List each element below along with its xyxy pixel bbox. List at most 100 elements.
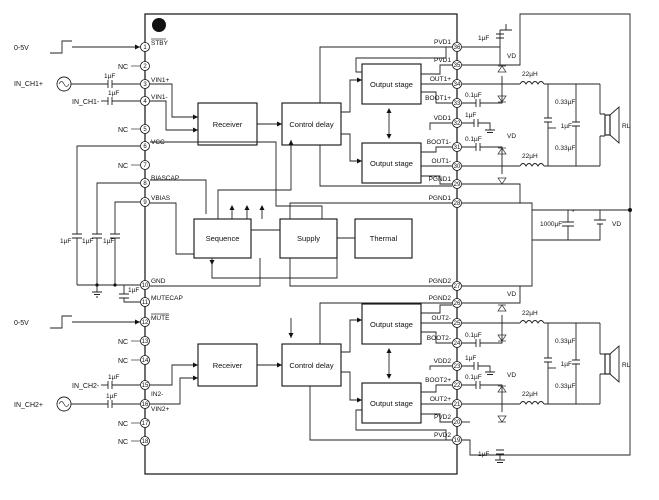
pin-16 xyxy=(140,399,150,409)
svg-text:6: 6 xyxy=(143,144,147,150)
thermal-block xyxy=(354,218,413,259)
output-stage-1a-label: Output stage xyxy=(370,80,413,89)
pin-31 xyxy=(452,142,462,152)
pin-5 xyxy=(140,124,150,134)
svg-text:1µF: 1µF xyxy=(60,238,71,245)
svg-text:BOOT1+: BOOT1+ xyxy=(425,95,451,102)
svg-text:1µF: 1µF xyxy=(82,238,93,245)
pin-label-biascap: BIASCAP xyxy=(151,175,179,182)
svg-text:13: 13 xyxy=(142,339,149,345)
svg-text:PGND1: PGND1 xyxy=(429,176,452,183)
nc-labels: NC NC NC NC NC NC NC xyxy=(118,64,128,446)
svg-text:29: 29 xyxy=(454,182,461,188)
in-ch2p-label: IN_CH2+ xyxy=(14,402,43,409)
pin-label-gnd: GND xyxy=(151,278,166,285)
svg-text:VD: VD xyxy=(507,291,516,298)
svg-text:0.1µF: 0.1µF xyxy=(465,92,482,99)
svg-text:31: 31 xyxy=(454,145,461,151)
svg-text:PGND2: PGND2 xyxy=(429,295,452,302)
output-stage-1b-label: Output stage xyxy=(370,159,413,168)
svg-text:*: * xyxy=(572,209,575,216)
svg-text:18: 18 xyxy=(142,439,149,445)
output-stage-2a-block xyxy=(361,303,422,345)
svg-text:0.1µF: 0.1µF xyxy=(465,374,482,381)
pin-25 xyxy=(452,318,462,328)
svg-text:1µF: 1µF xyxy=(104,73,115,80)
svg-text:PVD1: PVD1 xyxy=(434,57,451,64)
control-delay-2-label: Control delay xyxy=(289,361,333,370)
supply-label: Supply xyxy=(297,234,320,243)
pin-26 xyxy=(452,298,462,308)
svg-text:3: 3 xyxy=(143,82,147,88)
svg-text:BOOT2-: BOOT2- xyxy=(427,335,451,342)
output-stage-2a-label: Output stage xyxy=(370,320,413,329)
speaker-2-icon xyxy=(604,353,611,375)
svg-text:RL: RL xyxy=(622,362,631,369)
svg-text:33: 33 xyxy=(454,101,461,107)
pin-1 xyxy=(140,42,150,52)
pin-label-vin1m: VIN1- xyxy=(151,94,168,101)
svg-text:22µH: 22µH xyxy=(522,310,538,317)
svg-text:NC: NC xyxy=(118,339,128,346)
svg-text:14: 14 xyxy=(142,358,149,364)
speaker-1-icon xyxy=(604,114,611,136)
svg-text:22µH: 22µH xyxy=(522,153,538,160)
svg-text:1µF: 1µF xyxy=(106,393,117,400)
output-stage-2b-block xyxy=(361,382,422,424)
svg-text:VD: VD xyxy=(507,53,516,60)
svg-text:22µH: 22µH xyxy=(522,391,538,398)
pin-label-mute: MUTE xyxy=(151,315,170,322)
svg-text:0.33µF: 0.33µF xyxy=(555,99,575,106)
control-delay-2-block xyxy=(281,343,342,387)
svg-text:35: 35 xyxy=(454,63,461,69)
svg-text:23: 23 xyxy=(454,364,461,370)
svg-text:NC: NC xyxy=(118,163,128,170)
svg-text:OUT2+: OUT2+ xyxy=(430,396,451,403)
in-ch1p-label: IN_CH1+ xyxy=(14,81,43,88)
svg-text:1µF: 1µF xyxy=(478,451,489,458)
pin-14 xyxy=(140,355,150,365)
svg-text:36: 36 xyxy=(454,45,461,51)
svg-text:32: 32 xyxy=(454,121,461,127)
svg-text:VDD2: VDD2 xyxy=(434,358,452,365)
svg-text:4: 4 xyxy=(143,99,147,105)
pin-18 xyxy=(140,436,150,446)
pin1-marker xyxy=(152,18,166,32)
svg-text:1: 1 xyxy=(143,45,147,51)
svg-text:9: 9 xyxy=(143,200,147,206)
pin-label-stby: STBY xyxy=(151,40,169,47)
svg-text:1µF: 1µF xyxy=(108,90,119,97)
pin-19 xyxy=(452,435,462,445)
nc-stubs xyxy=(131,65,140,442)
pin-label-vin2p: VIN2+ xyxy=(151,406,169,413)
right-pin-labels: PVD1 PVD1 OUT1+ BOOT1+ VDD1 BOOT1- OUT1-… xyxy=(425,39,451,439)
svg-text:0.33µF: 0.33µF xyxy=(555,145,575,152)
svg-text:22: 22 xyxy=(454,383,461,389)
svg-text:NC: NC xyxy=(118,64,128,71)
svg-text:OUT1+: OUT1+ xyxy=(430,76,451,83)
svg-text:11: 11 xyxy=(142,300,149,306)
svg-text:VDD1: VDD1 xyxy=(434,115,452,122)
svg-text:1µF: 1µF xyxy=(478,35,489,42)
svg-text:15: 15 xyxy=(142,383,149,389)
svg-text:RL: RL xyxy=(622,123,631,130)
control-delay-1-label: Control delay xyxy=(289,120,333,129)
svg-text:OUT2-: OUT2- xyxy=(432,315,452,322)
svg-text:1µF: 1µF xyxy=(128,287,139,294)
thermal-label: Thermal xyxy=(370,234,398,243)
pin-7 xyxy=(140,160,150,170)
svg-text:0.1µF: 0.1µF xyxy=(465,136,482,143)
pin-15 xyxy=(140,380,150,390)
pin-30 xyxy=(452,161,462,171)
svg-text:1µF: 1µF xyxy=(103,238,114,245)
pin-20 xyxy=(452,417,462,427)
svg-text:26: 26 xyxy=(454,301,461,307)
svg-text:22µH: 22µH xyxy=(522,71,538,78)
svg-text:VD: VD xyxy=(507,133,516,140)
svg-text:PGND2: PGND2 xyxy=(429,278,452,285)
pin-8 xyxy=(140,178,150,188)
pin-4 xyxy=(140,96,150,106)
left-pin-column: 1 2 3 4 5 6 7 8 9 10 11 12 13 14 15 16 1… xyxy=(140,42,150,446)
svg-text:12: 12 xyxy=(142,320,149,326)
svg-text:5: 5 xyxy=(143,127,147,133)
